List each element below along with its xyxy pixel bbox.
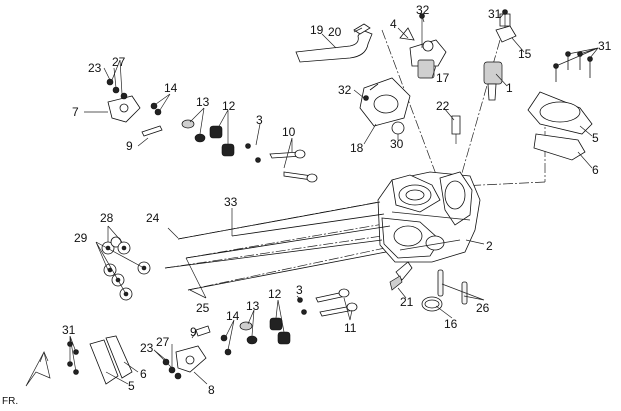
callout-29: 29 bbox=[74, 231, 88, 245]
callout-30: 30 bbox=[390, 137, 404, 151]
callout-21: 21 bbox=[400, 295, 414, 309]
callout-31-right: 31 bbox=[598, 39, 612, 53]
callout-9-lower: 9 bbox=[190, 325, 197, 339]
rocker-arm-lower bbox=[162, 325, 211, 380]
callout-2: 2 bbox=[486, 239, 493, 253]
spark-plug bbox=[389, 261, 413, 291]
callout-25: 25 bbox=[196, 301, 210, 315]
callout-32: 32 bbox=[416, 3, 430, 17]
callout-3-lower: 3 bbox=[296, 283, 303, 297]
callout-23-lower: 23 bbox=[140, 341, 154, 355]
callout-27-lower: 27 bbox=[156, 335, 170, 349]
injector-assembly bbox=[483, 9, 517, 101]
callout-9: 9 bbox=[126, 139, 133, 153]
coolant-hose bbox=[295, 23, 373, 63]
callout-15: 15 bbox=[518, 47, 532, 61]
callout-18: 18 bbox=[350, 141, 364, 155]
valve-springs-upper bbox=[181, 119, 318, 183]
rocker-arm-upper bbox=[106, 78, 163, 137]
callout-12-lower: 12 bbox=[268, 287, 282, 301]
callout-26: 26 bbox=[476, 301, 490, 315]
callout-4: 4 bbox=[390, 17, 397, 31]
bolts-upper-right bbox=[553, 51, 593, 82]
callout-5-lower: 5 bbox=[128, 379, 135, 393]
front-orientation-arrow-icon bbox=[25, 351, 51, 387]
callout-14-lower: 14 bbox=[226, 309, 240, 323]
callout-31-lower: 31 bbox=[62, 323, 76, 337]
callout-13-lower: 13 bbox=[246, 299, 260, 313]
callout-5: 5 bbox=[592, 131, 599, 145]
callout-17: 17 bbox=[436, 71, 450, 85]
callout-24: 24 bbox=[146, 211, 160, 225]
callout-1: 1 bbox=[506, 81, 513, 95]
head-studs bbox=[164, 201, 391, 291]
cover-plate-lower bbox=[67, 335, 133, 385]
leader-lines bbox=[69, 11, 599, 385]
callout-20: 20 bbox=[328, 25, 342, 39]
callout-28: 28 bbox=[100, 211, 114, 225]
callout-14: 14 bbox=[164, 81, 178, 95]
valve-springs-lower bbox=[220, 288, 358, 356]
callout-10: 10 bbox=[282, 125, 296, 139]
callout-8: 8 bbox=[208, 383, 215, 397]
callout-27: 27 bbox=[112, 55, 126, 69]
callout-22: 22 bbox=[436, 99, 450, 113]
throttle-body bbox=[399, 13, 447, 79]
callout-33: 33 bbox=[224, 195, 238, 209]
callout-6: 6 bbox=[592, 163, 599, 177]
callout-16: 16 bbox=[444, 317, 458, 331]
callout-12: 12 bbox=[222, 99, 236, 113]
callout-3: 3 bbox=[256, 113, 263, 127]
temp-sensor bbox=[451, 115, 461, 144]
callout-31: 31 bbox=[488, 7, 502, 21]
callout-23: 23 bbox=[88, 61, 102, 75]
cover-plate-upper bbox=[527, 91, 593, 161]
callout-13: 13 bbox=[196, 95, 210, 109]
nuts-washers bbox=[101, 236, 151, 301]
cylinder-head bbox=[377, 171, 481, 263]
dowel-studs bbox=[437, 269, 468, 305]
o-ring bbox=[421, 296, 443, 312]
thermostat-housing bbox=[359, 77, 411, 135]
callout-6-lower: 6 bbox=[140, 367, 147, 381]
orientation-label: FR. bbox=[2, 396, 18, 407]
callout-labels: 1 2 3 3 4 5 5 6 6 7 8 9 9 10 11 12 12 13… bbox=[2, 3, 612, 407]
callout-32-left: 32 bbox=[338, 83, 352, 97]
callout-7: 7 bbox=[72, 105, 79, 119]
callout-19: 19 bbox=[310, 23, 324, 37]
callout-11: 11 bbox=[344, 321, 357, 335]
